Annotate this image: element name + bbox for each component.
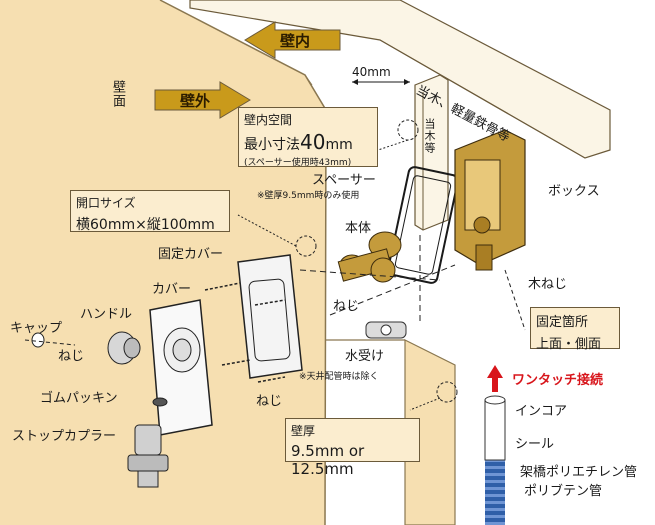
wall-inside-label: 壁内	[280, 32, 311, 50]
receiver-label: 水受け	[345, 349, 385, 364]
stop-coupler-label: ストップカプラー	[12, 429, 117, 444]
inner-space-title: 壁内空間	[244, 113, 293, 127]
wall-thickness-title: 壁厚	[291, 424, 316, 438]
top-beam	[189, 0, 611, 159]
stud-short-label: 当木等	[423, 118, 436, 154]
screw-label-1: ねじ	[58, 349, 85, 364]
cap-label: キャップ	[10, 321, 63, 336]
inner-space-note: (スペーサー使用時43mm)	[244, 158, 352, 168]
dim-40mm: 40mm	[352, 65, 391, 79]
receiver-note: ※天井配管時は除く	[299, 372, 379, 382]
opening-size-box: 開口サイズ 横60mm×縦100mm	[70, 190, 230, 233]
wood-screw-label: 木ねじ	[528, 277, 568, 292]
incore-label: インコア	[515, 404, 568, 419]
fixing-points-line1: 固定箇所	[536, 315, 589, 330]
screw-label-3: ねじ	[256, 394, 283, 409]
body-label: 本体	[345, 221, 372, 236]
fixing-points-box: 固定箇所 上面・側面	[530, 307, 620, 352]
fixing-points-line2: 上面・側面	[536, 337, 602, 352]
inner-space-box: 壁内空間 最小寸法40mm (スペーサー使用時43mm)	[238, 107, 378, 168]
opening-size-text: 横60mm×縦100mm	[76, 217, 215, 233]
wall-outside-label: 壁外	[180, 92, 211, 110]
wall-panel-right	[404, 339, 456, 525]
one-touch-label: ワンタッチ接続	[512, 373, 604, 388]
wall-thickness-box: 壁厚 9.5mm or 12.5mm	[285, 418, 420, 478]
box-label: ボックス	[548, 184, 600, 199]
inner-space-prefix: 最小寸法	[244, 137, 300, 153]
arrow-outside	[154, 81, 251, 119]
screw-label-2: ねじ	[333, 299, 360, 314]
fixing-cover-label: 固定カバー	[158, 247, 224, 262]
pipe-label-2: ポリブテン管	[524, 484, 603, 499]
wall-surface-label: 壁面	[110, 80, 125, 108]
cover-label: カバー	[152, 282, 192, 297]
inner-space-unit: mm	[325, 137, 353, 153]
handle-label: ハンドル	[80, 307, 133, 322]
seal-label: シール	[515, 437, 555, 452]
inner-space-value: 40	[300, 130, 326, 154]
wall-thickness-text: 9.5mm or 12.5mm	[291, 442, 365, 478]
spacer-label: スペーサー	[312, 173, 376, 188]
spacer-note: ※壁厚9.5mm時のみ使用	[257, 191, 360, 201]
pipe-label-1: 架橋ポリエチレン管	[520, 465, 638, 480]
rubber-packing-label: ゴムパッキン	[40, 391, 118, 406]
opening-size-title: 開口サイズ	[76, 196, 136, 210]
arrow-inside	[244, 21, 341, 59]
